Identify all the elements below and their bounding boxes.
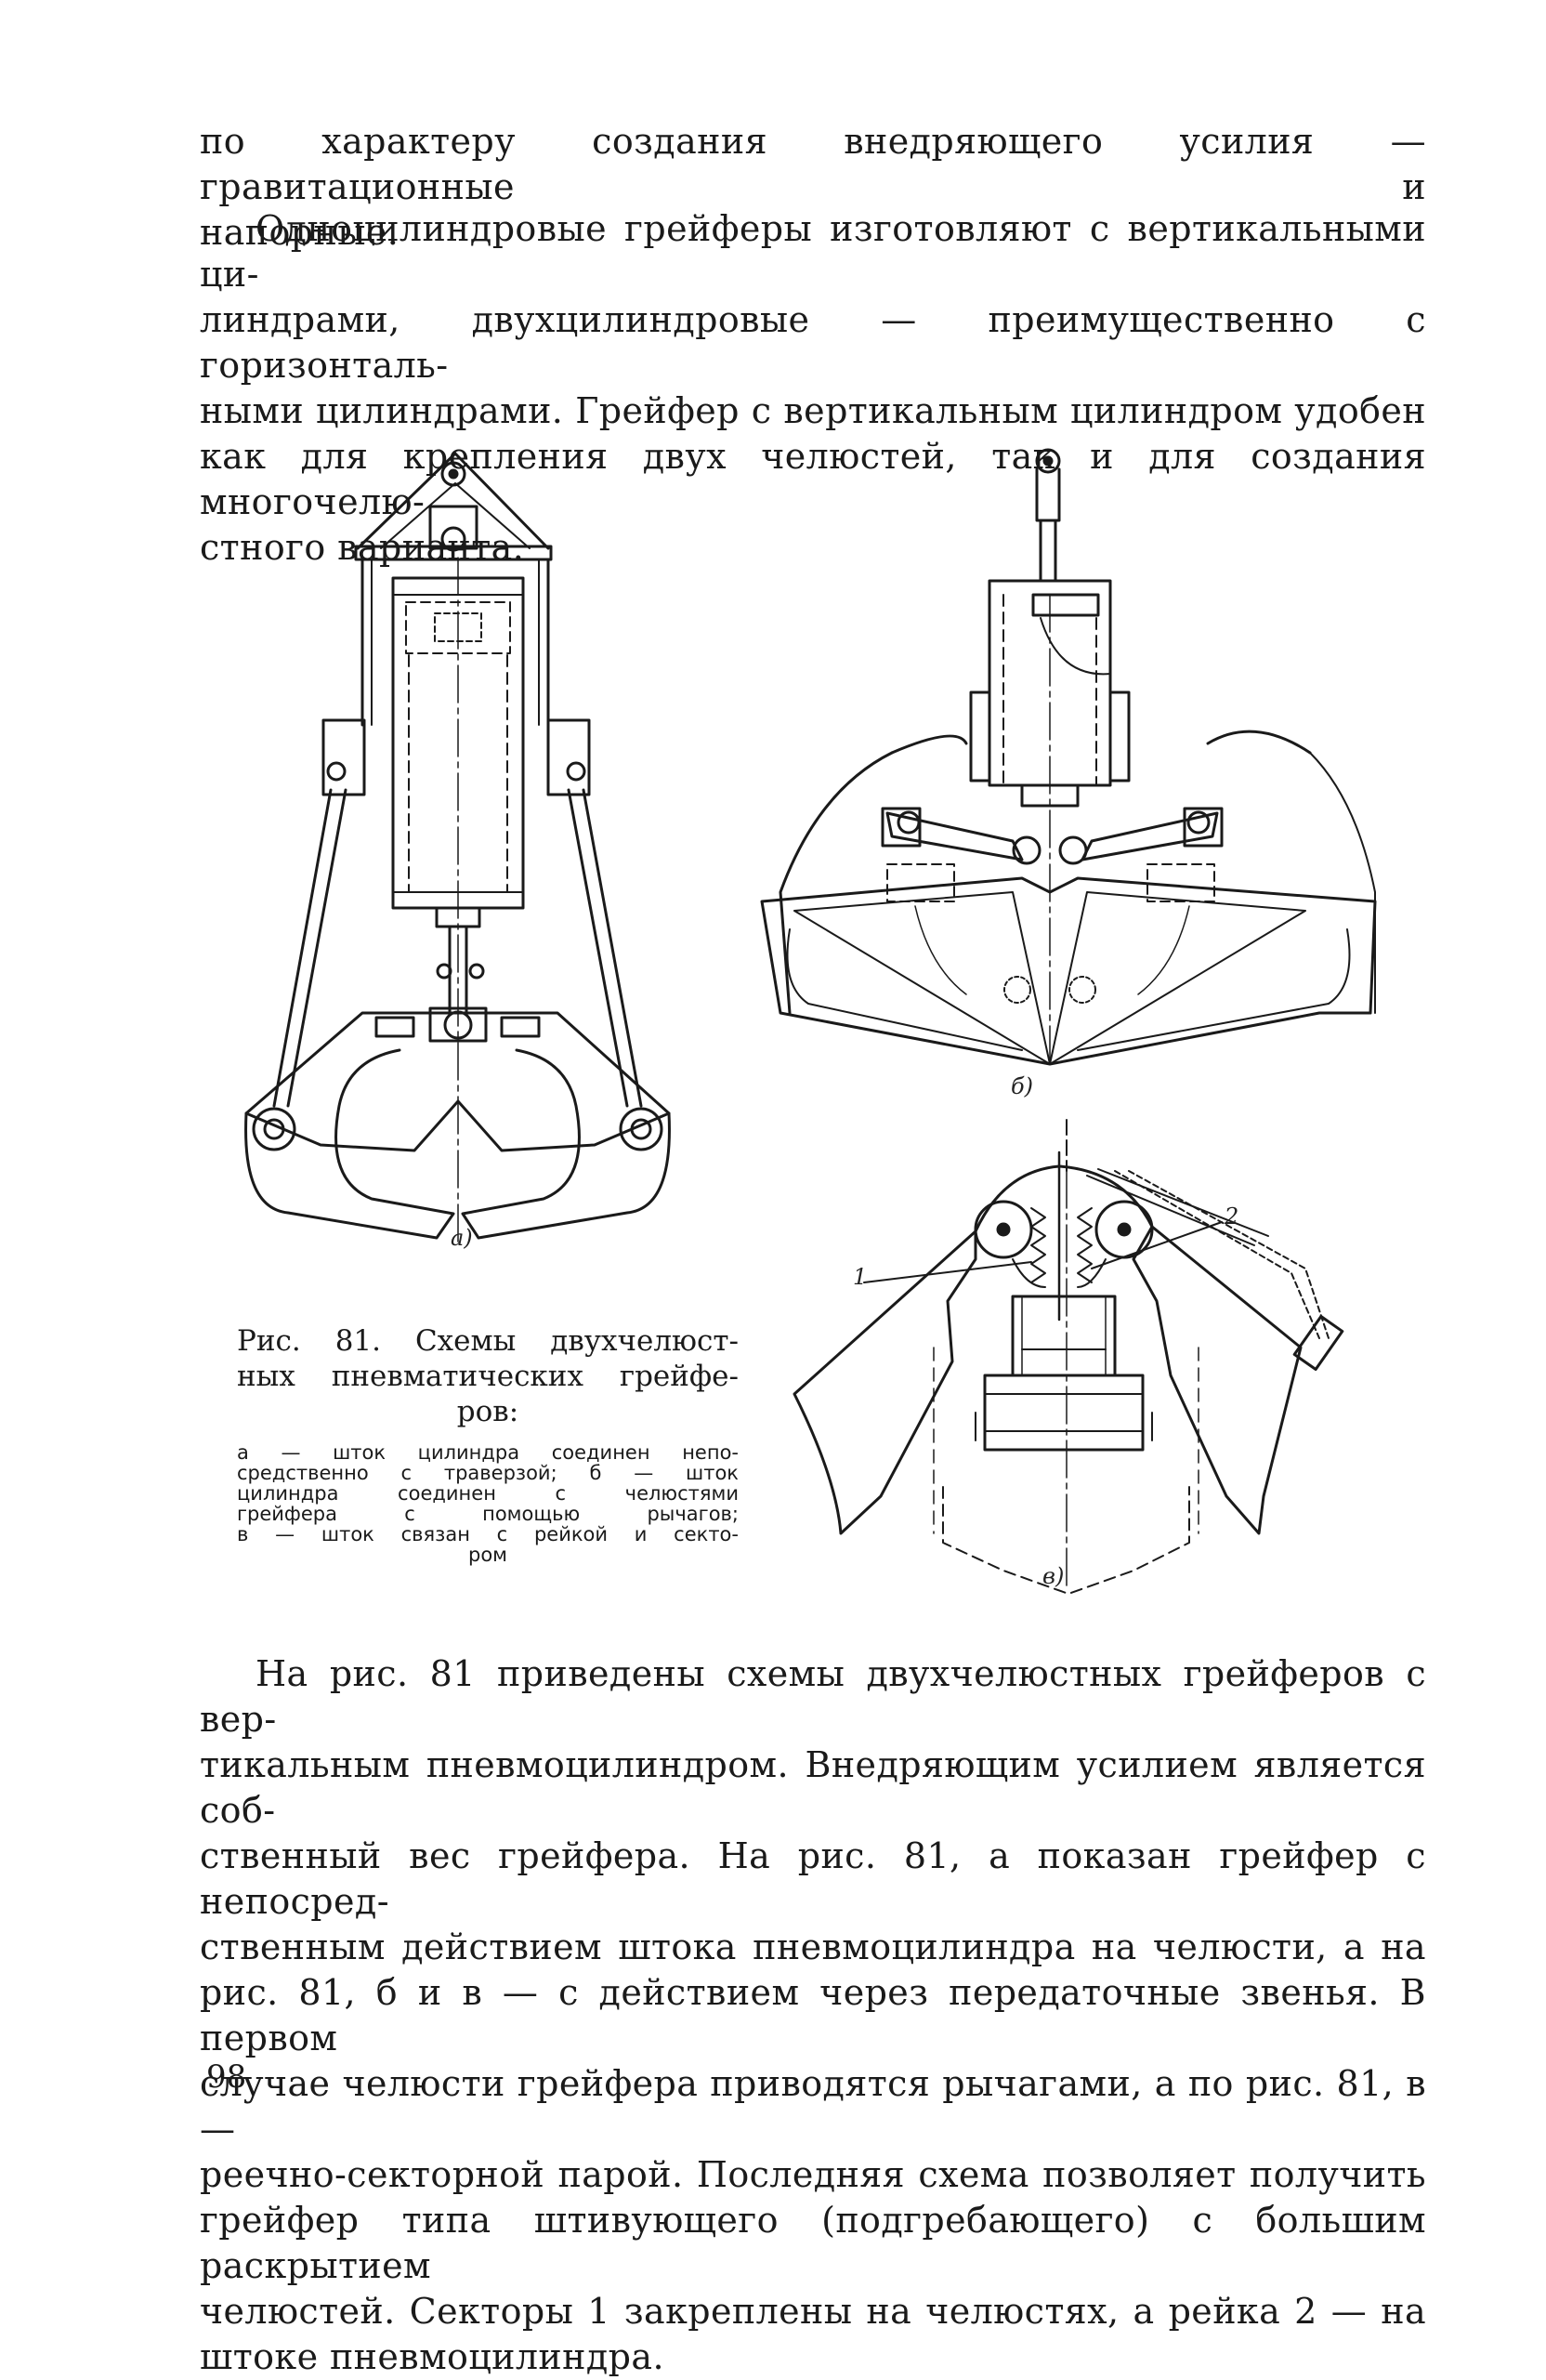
caption-desc-line: а — шток цилиндра соединен непо- xyxy=(237,1441,739,1464)
paragraph-2: Одноцилиндровые грейферы изготовляют с в… xyxy=(200,206,1426,571)
paragraph-3: На рис. 81 приведены схемы двухчелюстных… xyxy=(200,1651,1426,2380)
figure-caption: Рис. 81. Схемы двухчелюст- ных пневматич… xyxy=(237,1323,739,1565)
callout-2: 2 xyxy=(1225,1203,1239,1229)
text-line: тикальным пневмоцилиндром. Внедряющим ус… xyxy=(200,1744,1426,1831)
text-line: как для крепления двух челюстей, так и д… xyxy=(200,436,1426,522)
book-page: по характеру создания внедряющего усилия… xyxy=(200,119,1426,2377)
text-line: рис. 81, б и в — с действием через перед… xyxy=(200,1972,1426,2058)
label-v: в) xyxy=(1042,1563,1065,1589)
caption-title-line: Рис. 81. Схемы двухчелюст- xyxy=(237,1324,739,1358)
text-line: ственный вес грейфера. На рис. 81, а пок… xyxy=(200,1835,1426,1922)
text-line: Одноцилиндровые грейферы изготовляют с в… xyxy=(200,208,1426,295)
text-line: по характеру создания внедряющего усилия… xyxy=(200,121,1426,207)
text-line: случае челюсти грейфера приводятся рычаг… xyxy=(200,2063,1426,2150)
grab-schematics-figure xyxy=(244,448,1377,1595)
text-line: напорные. xyxy=(200,212,400,253)
caption-desc-line: грейфера с помощью рычагов; xyxy=(237,1503,739,1525)
caption-title: Рис. 81. Схемы двухчелюст- ных пневматич… xyxy=(237,1323,739,1429)
caption-desc-line: ром xyxy=(467,1544,508,1566)
caption-desc-line: цилиндра соединен с челюстями xyxy=(237,1482,739,1505)
drawing-a-grab xyxy=(244,452,671,1246)
drawing-v-grab xyxy=(793,1119,1344,1595)
text-line: штоке пневмоцилиндра. xyxy=(200,2336,664,2377)
text-line: грейфер типа штивующего (подгребающего) … xyxy=(200,2200,1426,2286)
text-line: На рис. 81 приведены схемы двухчелюстных… xyxy=(200,1653,1426,1740)
caption-description: а — шток цилиндра соединен непо- средств… xyxy=(237,1442,739,1565)
page-number: 98 xyxy=(206,2058,247,2096)
caption-title-line: ных пневматических грейфе- xyxy=(237,1360,739,1393)
text-line: челюстей. Секторы 1 закреплены на челюст… xyxy=(200,2291,1426,2332)
text-line: реечно-секторной парой. Последняя схема … xyxy=(200,2154,1426,2195)
label-b: б) xyxy=(1011,1073,1034,1099)
caption-desc-line: в — шток связан с рейкой и секто- xyxy=(237,1523,739,1545)
text-line: ственным действием штока пневмоцилиндра … xyxy=(200,1926,1426,1967)
paragraph-1: по характеру создания внедряющего усилия… xyxy=(200,119,1426,256)
callout-1: 1 xyxy=(853,1264,868,1290)
label-a: а) xyxy=(451,1225,473,1251)
text-line: ными цилиндрами. Грейфер с вертикальным … xyxy=(200,390,1426,431)
caption-title-line: ров: xyxy=(456,1395,519,1428)
drawing-b-grab xyxy=(760,448,1377,1070)
text-line: линдрами, двухцилиндровые — преимуществе… xyxy=(200,299,1426,386)
caption-desc-line: средственно с траверзой; б — шток xyxy=(237,1462,739,1484)
